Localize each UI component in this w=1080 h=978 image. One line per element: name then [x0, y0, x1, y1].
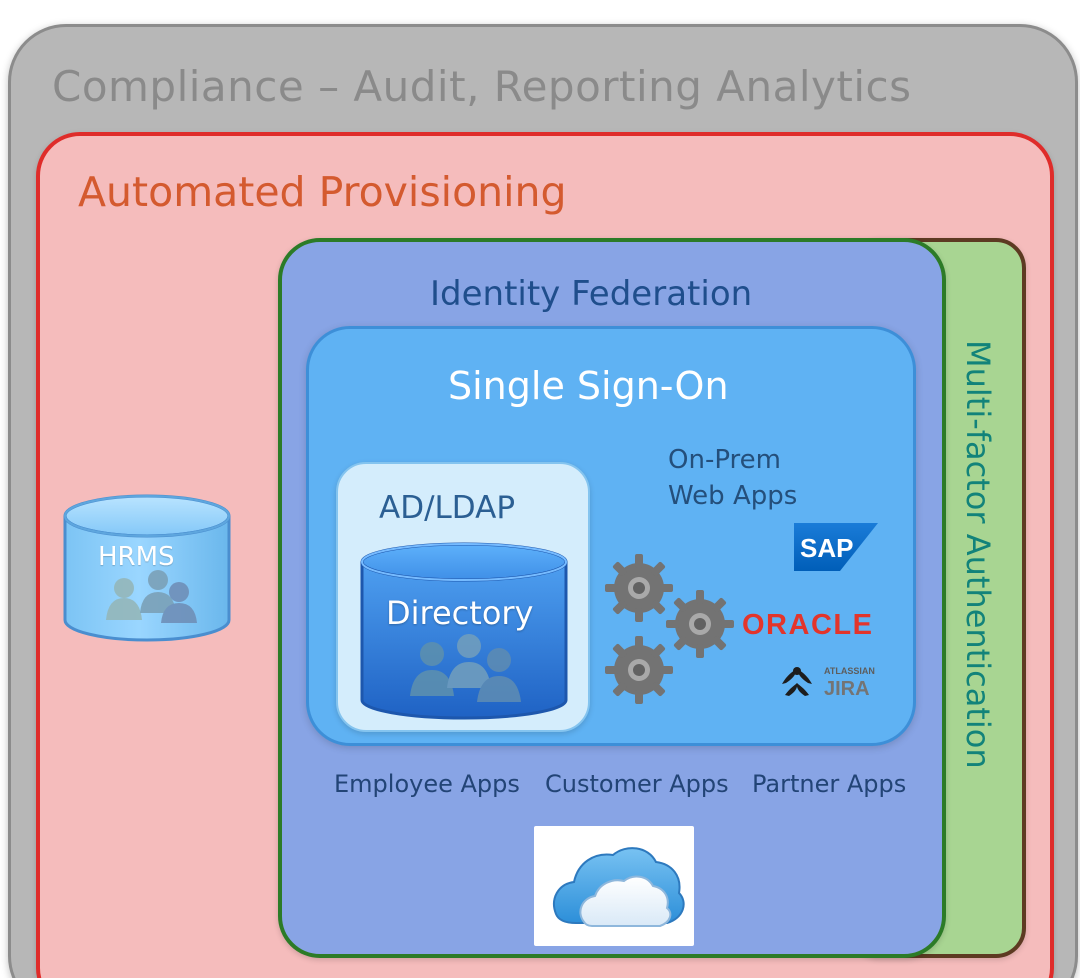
customer-apps-label: Customer Apps [545, 770, 729, 798]
gear-icon [666, 590, 734, 658]
sap-logo-icon: SAP [794, 523, 878, 571]
employee-apps-label: Employee Apps [334, 770, 520, 798]
sap-logo-text: SAP [800, 533, 853, 563]
gear-cluster [605, 554, 734, 704]
people-icon [106, 570, 197, 623]
compliance-title: Compliance – Audit, Reporting Analytics [52, 62, 912, 111]
database-icon [360, 542, 568, 720]
on-prem-line-2: Web Apps [668, 481, 798, 512]
identity-federation-title: Identity Federation [430, 274, 753, 314]
people-icon [410, 634, 521, 702]
gear-icon [605, 636, 673, 704]
gear-icon [605, 554, 673, 622]
database-icon [63, 494, 231, 642]
jira-small-text: ATLASSIAN [824, 666, 875, 676]
directory-label: Directory [386, 594, 534, 632]
ad-ldap-title: AD/LDAP [379, 490, 516, 526]
jira-large-text: JIRA [824, 678, 870, 700]
partner-apps-label: Partner Apps [752, 770, 907, 798]
jira-logo-icon: ATLASSIAN JIRA [782, 666, 875, 700]
multi-factor-authentication-label: Multi-factor Authentication [959, 340, 997, 769]
automated-provisioning-title: Automated Provisioning [78, 168, 567, 216]
hrms-label: HRMS [98, 542, 175, 572]
on-prem-web-apps-label: On-Prem Web Apps [668, 442, 848, 515]
single-sign-on-title: Single Sign-On [448, 364, 729, 408]
oracle-logo-text: ORACLE [742, 609, 873, 641]
on-prem-line-1: On-Prem [668, 445, 781, 475]
cloud-icon [553, 847, 685, 927]
oracle-logo-icon: ORACLE [742, 609, 873, 641]
